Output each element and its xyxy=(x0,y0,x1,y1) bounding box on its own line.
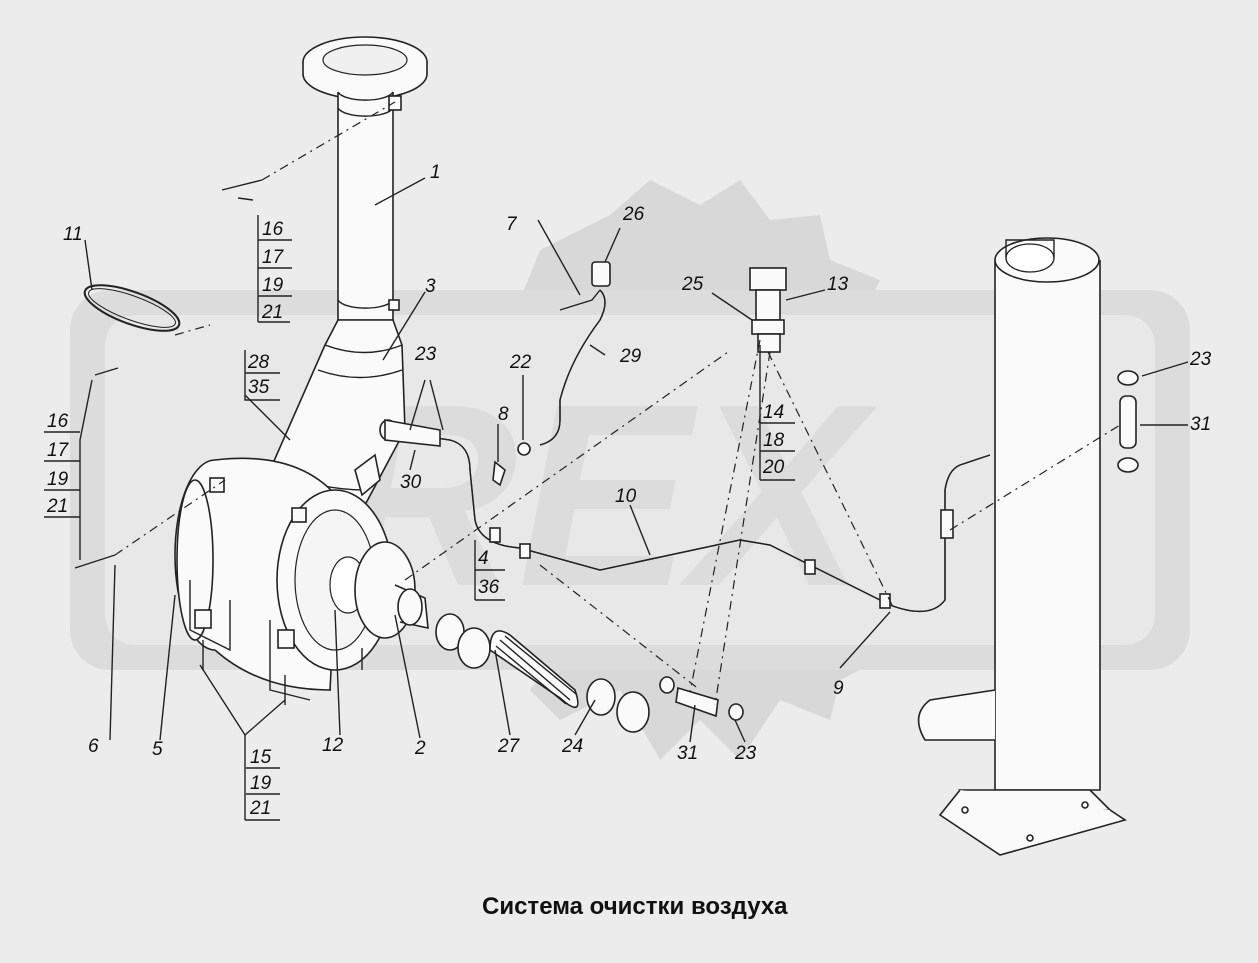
stack-mid: 14 18 20 xyxy=(760,402,795,478)
callout-31-bottom: 31 xyxy=(677,743,698,764)
stack-left-2: 19 xyxy=(47,469,69,490)
stack-top: 16 17 19 21 xyxy=(258,219,292,323)
callout-6: 6 xyxy=(88,736,99,757)
callout-8: 8 xyxy=(498,404,509,425)
stack-2835-0: 28 xyxy=(247,352,270,373)
callout-12: 12 xyxy=(322,735,344,756)
stack-bottom-0: 15 xyxy=(250,747,272,768)
callout-labels: 1 3 23 11 30 8 22 7 26 29 25 13 10 9 23 … xyxy=(63,162,1212,764)
callout-10: 10 xyxy=(615,486,637,507)
callout-2: 2 xyxy=(414,738,426,759)
assembly-lines xyxy=(114,101,1121,706)
diagram-title: Система очистки воздуха xyxy=(482,893,788,920)
stack-left-1: 17 xyxy=(47,440,70,461)
clip-parts xyxy=(492,442,531,487)
stack-left-3: 21 xyxy=(46,496,68,517)
pipe-assembly xyxy=(379,419,991,613)
stack-2835-1: 35 xyxy=(248,377,270,398)
stack-436-0: 4 xyxy=(478,548,489,569)
callout-3: 3 xyxy=(425,276,436,297)
leader-lines xyxy=(79,177,1189,821)
corrugated-hose xyxy=(435,613,650,733)
stack-top-1: 17 xyxy=(262,247,285,268)
stack-left-0: 16 xyxy=(47,411,69,432)
callout-23-bottom: 23 xyxy=(734,743,757,764)
sensor-fitting xyxy=(749,267,787,353)
stack-436-1: 36 xyxy=(478,577,500,598)
callout-30: 30 xyxy=(400,472,422,493)
callout-31-right: 31 xyxy=(1190,414,1211,435)
callout-7: 7 xyxy=(506,214,518,235)
callout-5: 5 xyxy=(152,739,163,760)
callout-25: 25 xyxy=(681,274,704,295)
callout-1: 1 xyxy=(430,162,441,183)
indicator-tube xyxy=(539,261,611,446)
callout-24: 24 xyxy=(561,736,583,757)
stack-bottom-1: 19 xyxy=(250,773,272,794)
stack-mid-2: 20 xyxy=(762,457,785,478)
callout-22: 22 xyxy=(509,352,532,373)
bottom-fittings xyxy=(659,676,744,721)
callout-23-right: 23 xyxy=(1189,349,1212,370)
intake-pipe xyxy=(302,36,428,321)
callout-23-upper: 23 xyxy=(414,344,437,365)
stack-bottom-2: 21 xyxy=(249,798,271,819)
stack-top-3: 21 xyxy=(261,302,283,323)
stack-4-36: 4 36 xyxy=(475,548,505,598)
right-fittings xyxy=(1117,370,1139,473)
stack-top-2: 19 xyxy=(262,275,284,296)
stack-left: 16 17 19 21 xyxy=(44,411,80,518)
stack-mid-0: 14 xyxy=(763,402,784,423)
outlet-flange xyxy=(354,541,429,639)
stack-bottom: 15 19 21 xyxy=(246,747,280,819)
clamp-ring xyxy=(83,284,181,332)
callout-27: 27 xyxy=(497,736,521,757)
stack-28-35: 28 35 xyxy=(245,352,280,398)
callout-13: 13 xyxy=(827,274,849,295)
stack-mid-1: 18 xyxy=(763,430,785,451)
vertical-column xyxy=(917,237,1127,856)
callout-11: 11 xyxy=(63,224,83,245)
watermark-text: REX xyxy=(330,351,878,641)
callout-26: 26 xyxy=(622,204,645,225)
bolts xyxy=(74,179,363,705)
callout-29: 29 xyxy=(619,346,642,367)
callout-9: 9 xyxy=(833,678,844,699)
stack-top-0: 16 xyxy=(262,219,284,240)
